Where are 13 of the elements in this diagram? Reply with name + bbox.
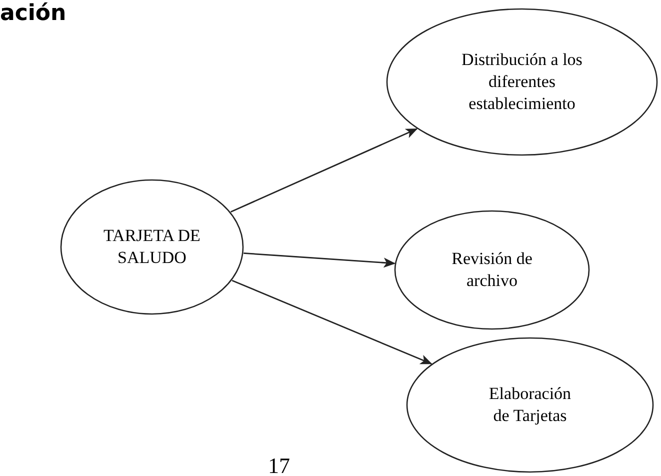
arrow — [232, 280, 432, 364]
arrow — [230, 128, 418, 212]
node-text: Elaboración de Tarjetas — [488, 382, 572, 427]
ellipse-node — [394, 210, 590, 330]
ellipse-node — [406, 337, 654, 473]
ellipse-node — [386, 8, 658, 156]
page-number: 17 — [268, 452, 290, 476]
node-text: Distribución a los diferentes establecimiento — [460, 48, 584, 116]
heading: ación — [0, 0, 66, 28]
node-text: TARJETA DE SALUDO — [102, 224, 202, 269]
ellipse-node — [60, 179, 244, 315]
arrow — [244, 252, 396, 268]
node-text: Revisión de archivo — [450, 248, 534, 292]
